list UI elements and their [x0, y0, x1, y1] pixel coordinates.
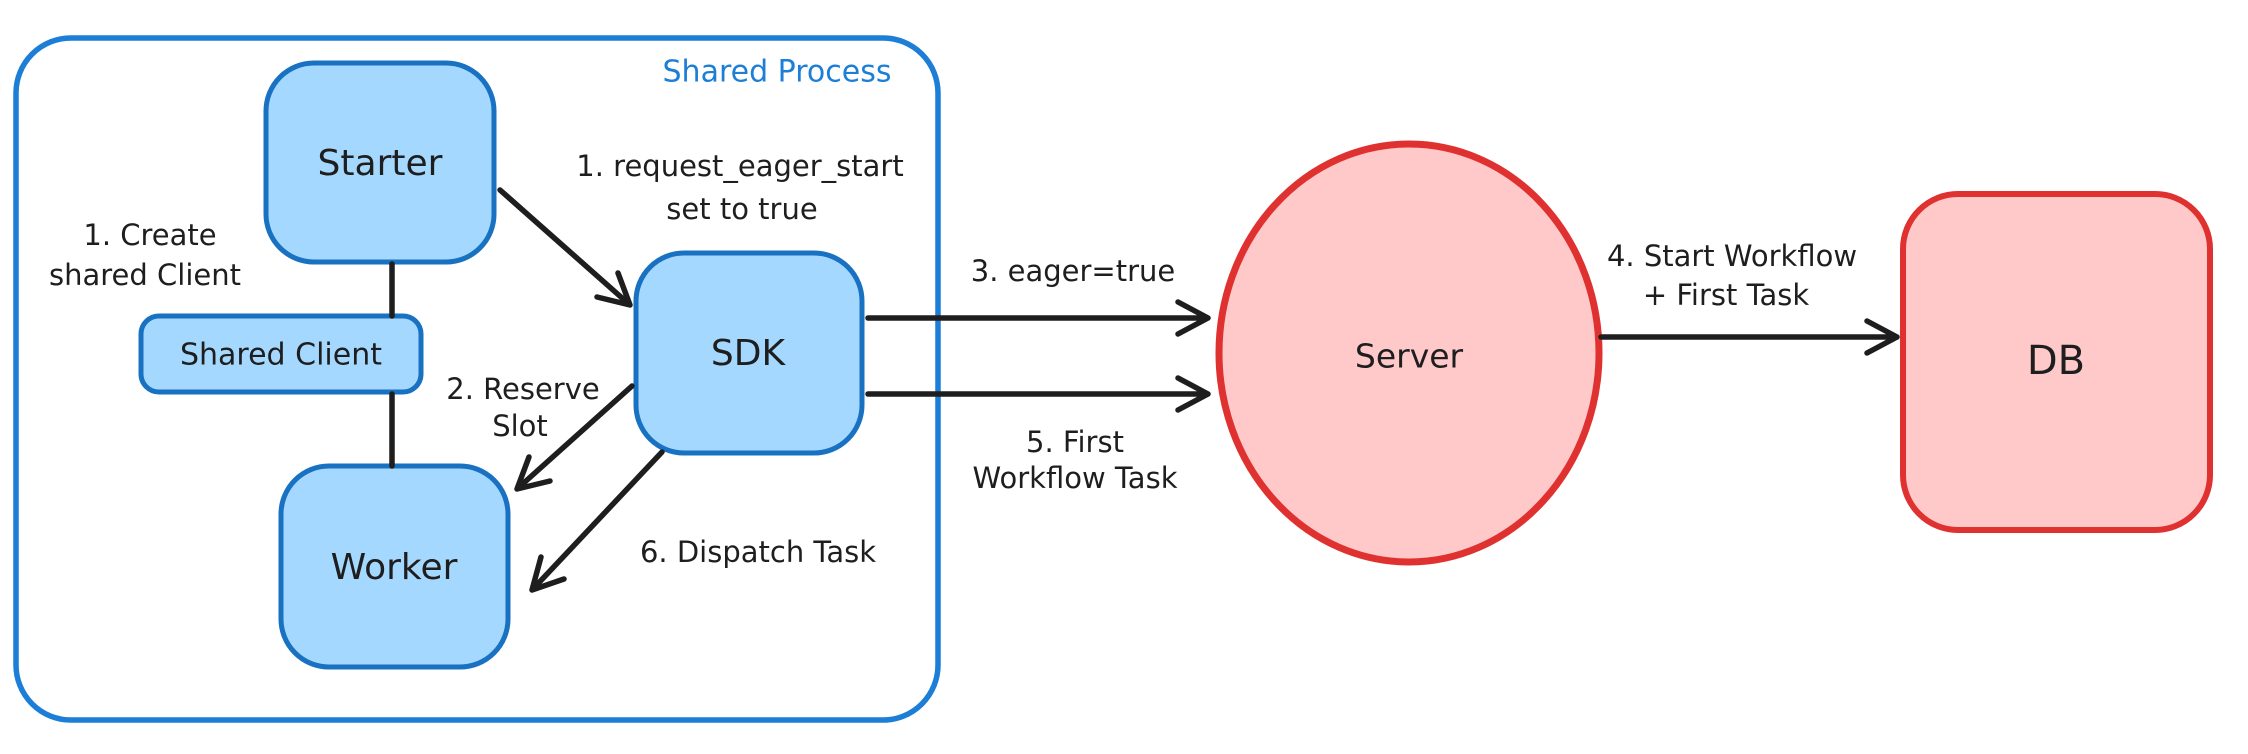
server-node	[1215, 140, 1603, 566]
label-start-workflow-line1: 4. Start Workflow	[1607, 239, 1857, 273]
label-reserve-slot-line1: 2. Reserve	[446, 372, 599, 406]
label-request-eager-start-line1: 1. request_eager_start	[576, 149, 903, 183]
shared-process-box	[13, 35, 941, 723]
server-label: Server	[1355, 337, 1464, 376]
sdk-node	[633, 250, 865, 456]
worker-label: Worker	[331, 547, 458, 588]
db-node	[1900, 191, 2213, 533]
sdk-label: SDK	[711, 333, 787, 374]
label-eager-true: 3. eager=true	[971, 254, 1176, 288]
starter-label: Starter	[318, 143, 443, 184]
shared-client-node	[138, 313, 424, 395]
label-reserve-slot-line2: Slot	[492, 409, 548, 443]
arrow-eager-true	[865, 299, 1211, 337]
label-start-workflow-line2: + First Task	[1643, 278, 1810, 312]
starter-node	[263, 60, 497, 265]
label-request-eager-start-line2: set to true	[666, 192, 817, 226]
label-create-shared-client-line1: 1. Create	[83, 218, 216, 252]
arrow-request-eager-start	[497, 187, 633, 308]
arrow-reserve-slot	[514, 383, 635, 492]
label-first-workflow-task-line2: Workflow Task	[973, 461, 1178, 495]
arrow-first-workflow-task	[865, 375, 1211, 413]
shared-process-label: Shared Process	[663, 55, 892, 90]
db-label: DB	[2027, 338, 2085, 384]
label-first-workflow-task-line1: 5. First	[1026, 425, 1124, 459]
arrow-start-workflow	[1598, 318, 1900, 356]
label-create-shared-client-line2: shared Client	[49, 258, 241, 292]
label-dispatch-task: 6. Dispatch Task	[640, 535, 876, 569]
arrow-dispatch-task	[529, 449, 665, 593]
shared-client-label: Shared Client	[180, 338, 382, 373]
